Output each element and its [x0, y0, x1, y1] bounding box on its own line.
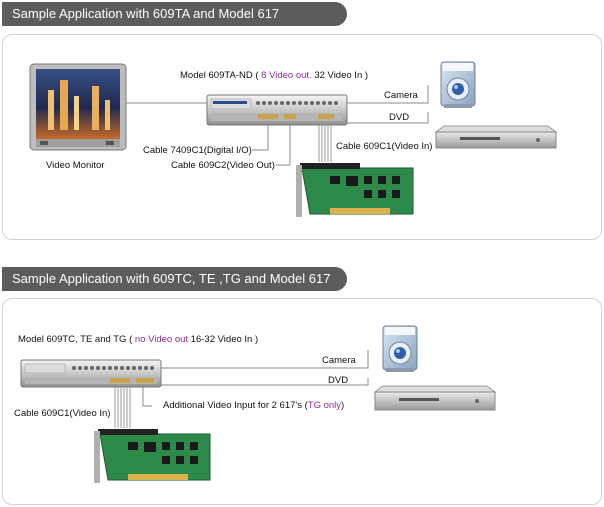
cable-video-out-label: Cable 609C2(Video Out)	[171, 160, 275, 171]
model-suffix: 32 Video In )	[311, 70, 369, 81]
cable-digital-line	[252, 125, 269, 151]
section1-title: Sample Application with 609TA and Model …	[12, 6, 280, 21]
cable-video-in-lines-2	[114, 387, 131, 428]
section1-dvd-label: DVD	[389, 112, 410, 123]
video-monitor-label: Video Monitor	[46, 160, 105, 171]
additional-prefix: Additional Video Input for 2 617's (	[163, 400, 308, 411]
rack-unit-icon	[206, 94, 348, 126]
section2-model-label: Model 609TC, TE and TG ( no Video out 16…	[18, 334, 258, 345]
section2-title: Sample Application with 609TC, TE ,TG an…	[12, 271, 331, 286]
rack-unit-icon-2	[20, 359, 162, 388]
model-prefix: Model 609TA-ND (	[180, 70, 262, 81]
section1-camera-label: Camera	[384, 90, 418, 101]
section2-dvd-label: DVD	[328, 375, 349, 386]
pci-card-icon-2	[94, 429, 211, 483]
cable-video-in-label: Cable 609C1(Video In)	[336, 141, 433, 152]
section1-model-label: Model 609TA-ND ( 8 Video out. 32 Video I…	[180, 70, 368, 81]
model-suffix-2: 16-32 Video In )	[188, 334, 259, 345]
model-prefix-2: Model 609TC, TE and TG (	[18, 334, 135, 345]
pci-card-icon	[296, 163, 414, 217]
dvd-cable	[347, 112, 429, 124]
dvd-cable-2	[161, 378, 369, 386]
dvd-player-icon	[434, 125, 558, 149]
additional-highlight: TG only	[307, 400, 342, 411]
video-monitor-icon	[29, 63, 127, 151]
camera-cable-2	[161, 350, 369, 369]
camera-icon	[440, 61, 476, 108]
cable-video-in-label-2: Cable 609C1(Video In)	[14, 408, 111, 419]
section2-camera-label: Camera	[322, 355, 356, 366]
dvd-player-icon-2	[373, 385, 497, 411]
additional-suffix: )	[341, 400, 345, 411]
additional-input-label: Additional Video Input for 2 617's (TG o…	[163, 400, 344, 411]
camera-cable	[347, 85, 429, 104]
cable-digital-label: Cable 7409C1(Digital I/O)	[143, 145, 252, 156]
additional-input-line	[142, 387, 152, 407]
cable-video-in-lines	[318, 125, 332, 162]
section2-panel	[2, 298, 602, 505]
cable-video-out-line	[276, 125, 291, 166]
section2-header: Sample Application with 609TC, TE ,TG an…	[2, 267, 347, 291]
camera-icon-2	[382, 325, 418, 372]
section1-header: Sample Application with 609TA and Model …	[2, 2, 347, 26]
model-highlight-2: no Video out	[134, 334, 189, 345]
model-highlight: 8 Video out.	[261, 70, 312, 81]
